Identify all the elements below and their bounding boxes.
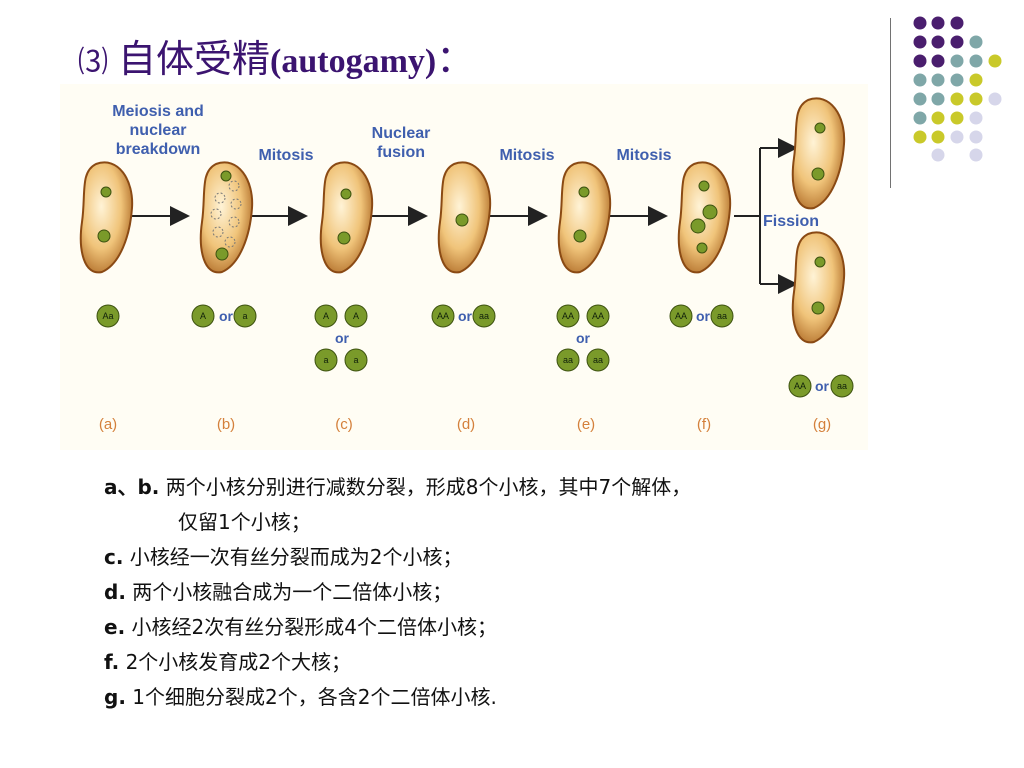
note-text: 2个小核发育成2个大核； xyxy=(119,650,352,674)
label-fission: Fission xyxy=(763,213,819,230)
decorative-dot-grid xyxy=(890,16,1002,188)
cell-c xyxy=(319,161,374,274)
label-mitosis-1: Mitosis xyxy=(258,147,313,164)
cell-e xyxy=(557,161,612,274)
note-text: 两个小核分别进行减数分裂，形成8个小核，其中7个解体， xyxy=(159,475,692,499)
svg-text:AA: AA xyxy=(562,311,574,321)
label-fusion-line-2: fusion xyxy=(377,144,425,161)
svg-text:aa: aa xyxy=(479,311,489,321)
title-number: ⑶ xyxy=(78,45,108,80)
cell-g-bottom xyxy=(791,231,846,344)
genotype-f: AA or aa xyxy=(669,304,734,328)
note-text: 两个小核融合成为一个二倍体小核； xyxy=(125,580,453,604)
note-label: a、b. xyxy=(104,475,160,499)
step-label-e: (e) xyxy=(577,416,595,433)
step-label-f: (f) xyxy=(697,416,711,433)
svg-text:Aa: Aa xyxy=(102,311,113,321)
or-e: or xyxy=(576,330,591,346)
note-text: 小核经一次有丝分裂而成为2个小核； xyxy=(123,545,463,569)
explanation-notes: a、b. 两个小核分别进行减数分裂，形成8个小核，其中7个解体， 仅留1个小核；… xyxy=(104,470,964,715)
note-g: g. 1个细胞分裂成2个，各含2个二倍体小核. xyxy=(104,680,964,715)
autogamy-diagram-svg: Meiosis and nuclear breakdown Mitosis Nu… xyxy=(79,97,854,433)
svg-text:a: a xyxy=(323,355,328,365)
cell-b xyxy=(199,161,254,274)
genotype-e: AA AA or aa aa xyxy=(556,304,610,372)
genotype-b: A or a xyxy=(191,304,257,328)
or-g: or xyxy=(815,378,830,394)
cell-g-top xyxy=(791,97,846,210)
svg-text:AA: AA xyxy=(437,311,449,321)
fission-bracket xyxy=(734,147,790,285)
svg-text:aa: aa xyxy=(837,381,847,391)
note-label: g. xyxy=(104,685,126,709)
note-f: f. 2个小核发育成2个大核； xyxy=(104,645,964,680)
note-label: e. xyxy=(104,615,126,639)
label-meiosis-line-2: nuclear xyxy=(130,122,187,139)
note-c: c. 小核经一次有丝分裂而成为2个小核； xyxy=(104,540,964,575)
svg-text:A: A xyxy=(323,311,329,321)
note-label: c. xyxy=(104,545,124,569)
note-d: d. 两个小核融合成为一个二倍体小核； xyxy=(104,575,964,610)
genotype-g: AA or aa xyxy=(788,374,854,398)
step-label-b: (b) xyxy=(217,416,235,433)
note-text: 1个细胞分裂成2个，各含2个二倍体小核. xyxy=(125,685,497,709)
svg-text:aa: aa xyxy=(563,355,573,365)
note-label: d. xyxy=(104,580,126,604)
svg-text:a: a xyxy=(353,355,358,365)
label-meiosis-line-3: breakdown xyxy=(116,141,200,158)
cell-a xyxy=(79,161,134,274)
title-latin: (autogamy) xyxy=(270,43,437,80)
svg-text:A: A xyxy=(200,311,206,321)
title-chinese: 自体受精 xyxy=(118,37,271,81)
note-ab: a、b. 两个小核分别进行减数分裂，形成8个小核，其中7个解体， xyxy=(104,470,964,505)
svg-text:a: a xyxy=(242,311,247,321)
step-label-g: (g) xyxy=(813,416,831,433)
label-mitosis-3: Mitosis xyxy=(616,147,671,164)
autogamy-diagram: Meiosis and nuclear breakdown Mitosis Nu… xyxy=(60,84,868,450)
genotype-c: A A or a a xyxy=(314,304,368,372)
svg-text:AA: AA xyxy=(592,311,604,321)
label-mitosis-2: Mitosis xyxy=(499,147,554,164)
note-text: 小核经2次有丝分裂形成4个二倍体小核； xyxy=(125,615,497,639)
or-b: or xyxy=(219,308,234,324)
svg-text:aa: aa xyxy=(593,355,603,365)
slide-title: ⑶ 自体受精(autogamy)： xyxy=(78,28,474,83)
note-label: f. xyxy=(104,650,120,674)
svg-text:aa: aa xyxy=(717,311,727,321)
step-label-a: (a) xyxy=(99,416,117,433)
cell-d xyxy=(437,161,492,274)
note-ab-continued: 仅留1个小核； xyxy=(104,505,964,540)
step-label-c: (c) xyxy=(335,416,353,433)
label-fusion-line-1: Nuclear xyxy=(372,125,431,142)
label-meiosis-line-1: Meiosis and xyxy=(112,103,204,120)
genotype-d: AA or aa xyxy=(431,304,496,328)
cell-f xyxy=(677,161,732,274)
note-e: e. 小核经2次有丝分裂形成4个二倍体小核； xyxy=(104,610,964,645)
note-text: 仅留1个小核； xyxy=(178,510,311,534)
or-c: or xyxy=(335,330,350,346)
step-label-d: (d) xyxy=(457,416,475,433)
or-f: or xyxy=(696,308,711,324)
or-d: or xyxy=(458,308,473,324)
svg-text:AA: AA xyxy=(675,311,687,321)
title-colon: ： xyxy=(436,37,475,81)
svg-text:AA: AA xyxy=(794,381,806,391)
genotype-a: Aa xyxy=(96,304,120,328)
svg-text:A: A xyxy=(353,311,359,321)
